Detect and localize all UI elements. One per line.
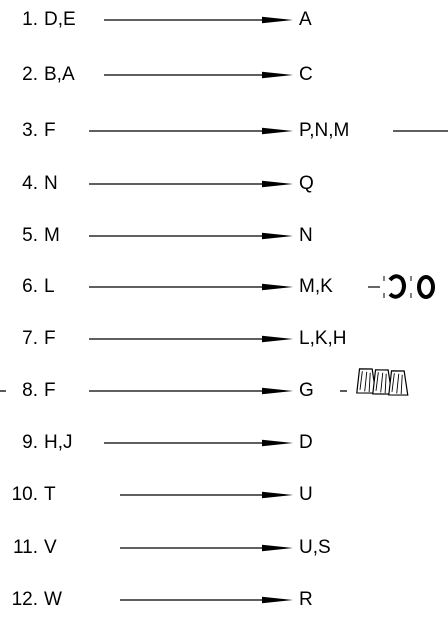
step-outputs: P,N,M (299, 120, 350, 141)
step-number: 12. (11, 589, 38, 610)
step-number: 11. (12, 537, 38, 558)
step-inputs: H,J (44, 432, 73, 453)
arrow-head (262, 335, 293, 343)
step-outputs: A (299, 9, 312, 30)
step-inputs: W (44, 589, 62, 610)
step-outputs: U,S (299, 537, 331, 558)
step-inputs: F (44, 380, 56, 401)
step-inputs: V (44, 537, 57, 558)
arrow (89, 283, 293, 291)
arrow (104, 71, 293, 79)
arrow-head (262, 127, 293, 135)
step-number: 7. (22, 328, 38, 349)
step-inputs: M (44, 225, 60, 246)
arrow-group (89, 16, 293, 604)
step-number: 4. (22, 173, 38, 194)
arrow (89, 127, 293, 135)
arrow-head (262, 439, 293, 447)
step-number: 5. (22, 225, 38, 246)
step-inputs: N (44, 173, 58, 194)
arrow-head (262, 232, 293, 240)
step-number: 2. (22, 64, 38, 85)
step-number: 3. (22, 120, 38, 141)
step-outputs: D (299, 432, 313, 453)
step-outputs: R (299, 589, 313, 610)
arrow (89, 387, 293, 395)
arrow (104, 439, 293, 447)
step-number: 9. (22, 432, 38, 453)
step-outputs: U (299, 484, 313, 505)
arrow (89, 335, 293, 343)
step-inputs: F (44, 120, 56, 141)
step-inputs: B,A (44, 64, 75, 85)
step-number: 1. (22, 9, 38, 30)
step-outputs: C (299, 64, 313, 85)
arrow-head (262, 491, 293, 499)
arrow-head (262, 180, 293, 188)
step-number: 10. (11, 484, 38, 505)
wire-nut-icon (340, 368, 409, 396)
arrow (104, 16, 293, 24)
step-inputs: T (44, 484, 56, 505)
arrow-head (262, 16, 293, 24)
arrow-head (262, 596, 293, 604)
arrow (120, 596, 293, 604)
arrow (120, 544, 293, 552)
hose-clamp-icon (368, 274, 435, 299)
step-inputs: D,E (44, 9, 76, 30)
arrow-head (262, 544, 293, 552)
arrow-head (262, 71, 293, 79)
arrow (89, 180, 293, 188)
arrow-head (262, 387, 293, 395)
step-number: 8. (22, 380, 38, 401)
arrow (120, 491, 293, 499)
step-outputs: Q (299, 173, 314, 194)
step-inputs: F (44, 328, 56, 349)
step-outputs: N (299, 225, 313, 246)
step-number: 6. (22, 276, 38, 297)
arrow (89, 232, 293, 240)
step-outputs: M,K (299, 276, 333, 297)
step-outputs: G (299, 380, 314, 401)
step-outputs: L,K,H (299, 328, 347, 349)
step-inputs: L (44, 276, 55, 297)
arrow-head (262, 283, 293, 291)
